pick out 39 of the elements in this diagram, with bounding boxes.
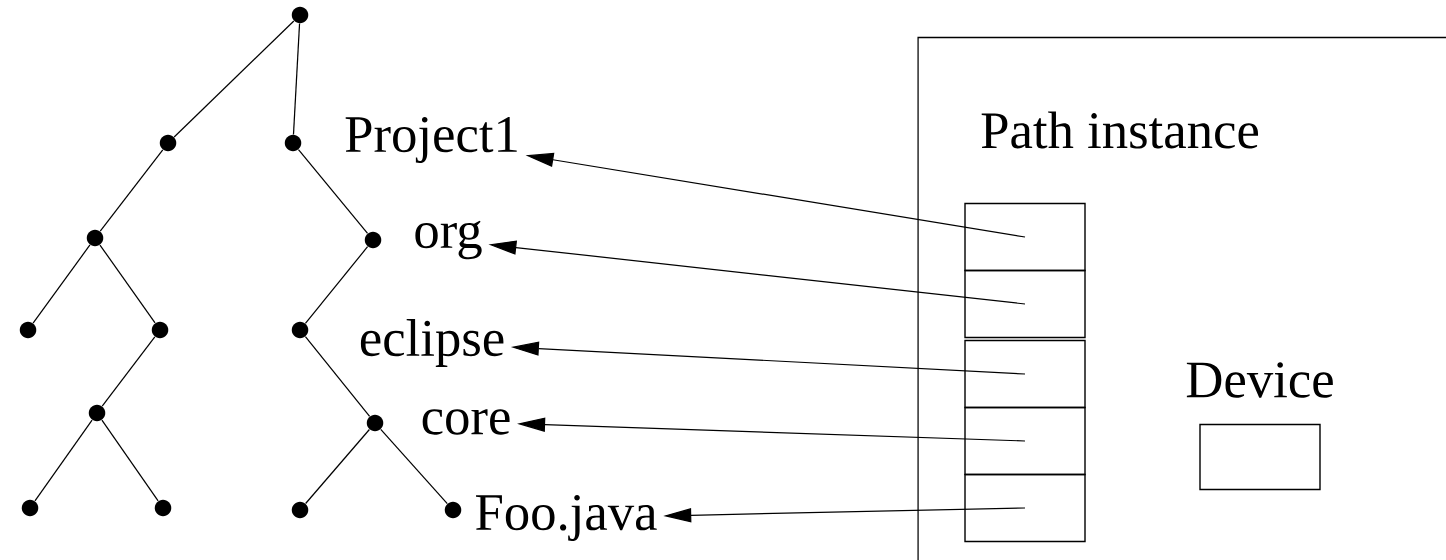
tree-dot [19,321,37,339]
path-segment-label: core [422,409,510,435]
tree-dot [291,501,309,519]
tree-dot [21,499,39,517]
tree-branch-line [305,428,370,505]
path-segment-label: eclipse [360,319,504,367]
tree-branch-line [297,149,369,234]
path-segment-label: Foo.java [476,494,657,542]
tree-branch-line [101,419,159,502]
tree-dot [291,321,309,339]
segment-box [964,269,1086,339]
tree-branch-line [34,419,93,502]
device-box: Device [1186,362,1333,491]
tree-branch-line [99,244,156,324]
path-segment-label: Project1 [345,116,517,164]
tree-branch-line [304,246,369,324]
tree-dot [154,499,172,517]
tree-dot [284,134,302,152]
tree-branch-line [99,149,164,232]
tree-dot [86,229,104,247]
tree-dot [366,414,384,432]
tree-dot [88,404,106,422]
segment-box [964,202,1086,272]
tree-dot [364,231,382,249]
segment-box [964,339,1086,409]
tree-branch-line [304,336,371,417]
tree-branch-line [101,336,156,407]
tree-dot [291,6,309,24]
tree-dot [151,321,169,339]
tree-branch-line [32,244,91,324]
tree-branch-line [173,20,295,138]
node-label: Device [1186,362,1333,398]
tree-branch-line [292,22,301,136]
tree-dot [444,501,462,519]
segment-box [964,473,1086,543]
tree-dot [159,134,177,152]
path-segment-label: org [415,220,482,260]
tree-branch-line [380,428,448,505]
segment-box [964,406,1086,476]
